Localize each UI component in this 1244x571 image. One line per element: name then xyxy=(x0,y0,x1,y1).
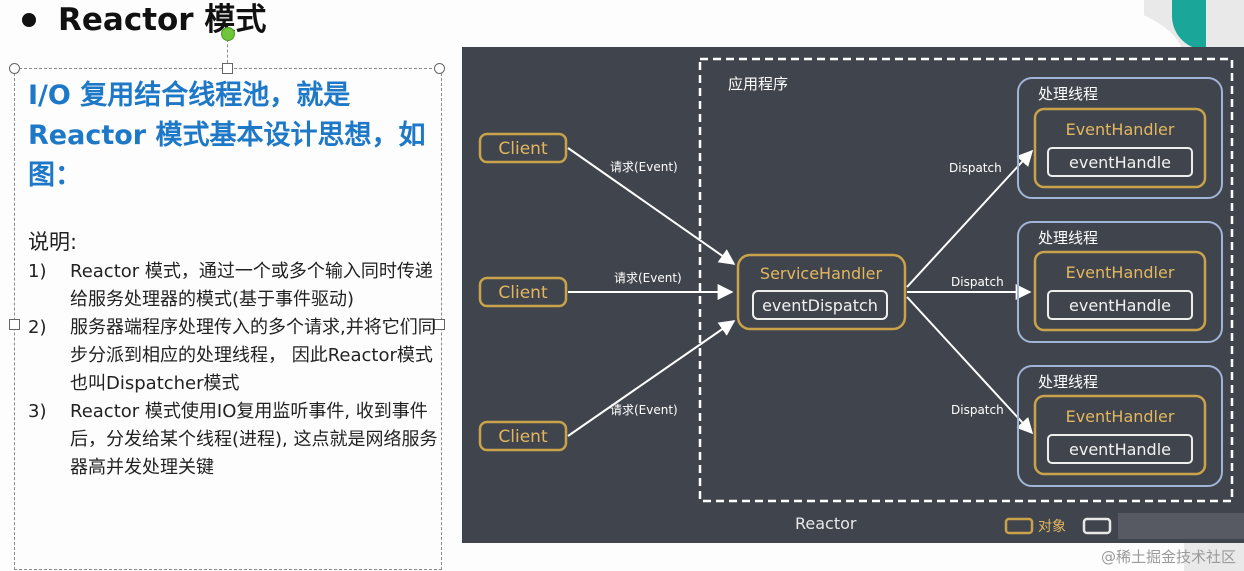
dispatch-label: Dispatch xyxy=(951,275,1004,289)
client-label: Client xyxy=(498,283,548,303)
service-handler-node[interactable]: ServiceHandler eventDispatch xyxy=(736,253,907,331)
legend-blur xyxy=(1118,513,1244,539)
resize-handle-top-left[interactable] xyxy=(9,63,20,74)
rotation-handle[interactable] xyxy=(221,27,235,41)
request-label: 请求(Event) xyxy=(614,271,682,285)
dispatch-arrow xyxy=(906,149,1034,288)
event-handle-label: eventHandle xyxy=(1069,440,1171,459)
thread-node[interactable]: 处理线程 EventHandler eventHandle xyxy=(1017,221,1223,343)
legend-method-swatch xyxy=(1082,517,1112,535)
app-label: 应用程序 xyxy=(728,75,788,93)
description-label[interactable]: 说明: xyxy=(28,230,78,254)
reactor-diagram-svg: 应用程序 Reactor Client Client Client 请求(Eve… xyxy=(478,57,1244,539)
description-list[interactable]: 1) Reactor 模式，通过一个或多个输入同时传递给服务处理器的模式(基于事… xyxy=(28,258,438,482)
dispatch-label: Dispatch xyxy=(949,161,1002,175)
list-item: 2) 服务器端程序处理传入的多个请求,并将它们同步分派到相应的处理线程， 因此R… xyxy=(28,317,436,394)
rotation-line xyxy=(227,34,228,68)
dispatch-label: Dispatch xyxy=(951,403,1004,417)
resize-handle-right[interactable] xyxy=(434,319,445,330)
request-label: 请求(Event) xyxy=(610,403,678,417)
list-item: 3) Reactor 模式使用IO复用监听事件, 收到事件后，分发给某个线程(进… xyxy=(28,401,438,478)
request-arrow xyxy=(567,320,736,437)
dispatch-arrow xyxy=(906,296,1034,435)
legend-object-label: 对象 xyxy=(1038,519,1066,535)
legend-object-swatch xyxy=(1004,517,1034,535)
event-handle-label: eventHandle xyxy=(1069,296,1171,315)
reactor-label: Reactor xyxy=(795,514,857,533)
client-node[interactable]: Client xyxy=(478,420,568,452)
thread-label: 处理线程 xyxy=(1038,85,1098,103)
bullet-icon xyxy=(22,12,36,27)
list-item: 1) Reactor 模式，通过一个或多个输入同时传递给服务处理器的模式(基于事… xyxy=(28,261,433,310)
service-handler-label: ServiceHandler xyxy=(760,264,883,283)
event-handler-label: EventHandler xyxy=(1066,120,1175,139)
watermark: @稀土掘金技术社区 xyxy=(1100,548,1236,566)
event-handler-label: EventHandler xyxy=(1066,263,1175,282)
resize-handle-top-right[interactable] xyxy=(434,63,445,74)
thread-node[interactable]: 处理线程 EventHandler eventHandle xyxy=(1017,77,1223,199)
application-region xyxy=(698,57,1234,503)
thread-label: 处理线程 xyxy=(1038,373,1098,391)
client-label: Client xyxy=(498,139,548,159)
event-handle-label: eventHandle xyxy=(1069,153,1171,172)
resize-handle-top[interactable] xyxy=(222,63,233,74)
headline[interactable]: I/O 复用结合线程池，就是 Reactor 模式基本设计思想，如图： xyxy=(28,80,426,191)
request-label: 请求(Event) xyxy=(610,160,678,174)
event-dispatch-label: eventDispatch xyxy=(762,296,878,315)
thread-node[interactable]: 处理线程 EventHandler eventHandle xyxy=(1017,365,1223,487)
client-node[interactable]: Client xyxy=(478,276,568,308)
slide-title[interactable]: Reactor 模式 xyxy=(58,2,267,38)
legend: 对象 xyxy=(1004,513,1244,539)
request-arrow xyxy=(567,147,736,265)
client-node[interactable]: Client xyxy=(478,132,568,164)
thread-label: 处理线程 xyxy=(1038,229,1098,247)
reactor-diagram: 应用程序 Reactor Client Client Client 请求(Eve… xyxy=(462,47,1244,543)
event-handler-label: EventHandler xyxy=(1066,407,1175,426)
resize-handle-left[interactable] xyxy=(9,319,20,330)
client-label: Client xyxy=(498,427,548,447)
